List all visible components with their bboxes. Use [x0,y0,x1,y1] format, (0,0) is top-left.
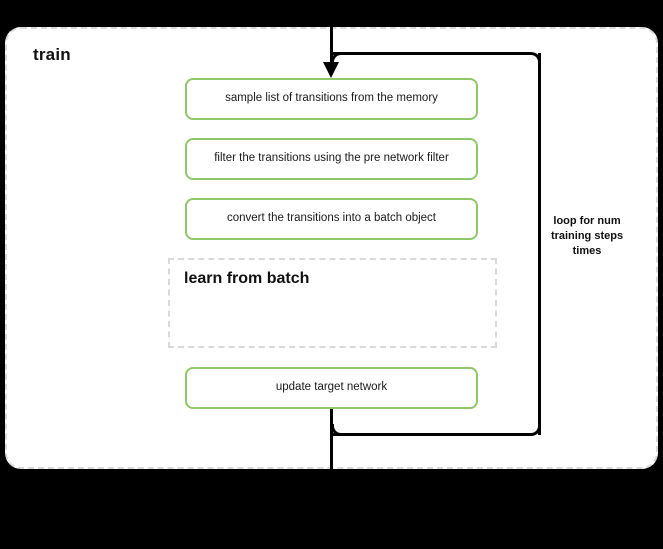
step-node-label: filter the transitions using the pre net… [214,152,449,165]
loop-caption-line-2: training steps [550,229,624,242]
arrow-down-icon [323,62,339,78]
step-node-update-target-network[interactable]: update target network [185,367,478,409]
loop-caption: loop for num training steps times [544,214,630,259]
loop-edge-top [331,52,531,55]
entry-connector-line [330,0,333,64]
train-title: train [33,45,71,64]
loop-edge-right [538,53,541,435]
step-node-sample-transitions[interactable]: sample list of transitions from the memo… [185,78,478,120]
loop-caption-line-1: loop for num [553,215,621,227]
loop-edge-bottom [331,433,531,436]
step-node-convert-to-batch[interactable]: convert the transitions into a batch obj… [185,198,478,240]
loop-edge-corner-bottom-right [529,424,541,436]
step-node-filter-transitions[interactable]: filter the transitions using the pre net… [185,138,478,180]
exit-connector-line [330,408,333,478]
loop-caption-line-3: times [572,244,602,257]
step-node-label: update target network [275,381,388,394]
step-node-label: convert the transitions into a batch obj… [226,212,437,225]
subgroup-learn-from-batch[interactable]: learn from batch [168,258,497,348]
subgroup-title: learn from batch [184,270,310,287]
step-node-label: sample list of transitions from the memo… [225,92,438,105]
